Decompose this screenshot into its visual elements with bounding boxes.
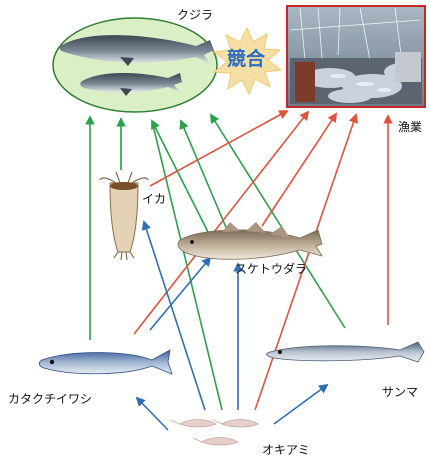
arrow-squid-to-fishery xyxy=(150,111,287,186)
whale-ellipse xyxy=(53,18,217,112)
arrow-pollock-to-fishery xyxy=(262,114,336,226)
competition-label: 競合 xyxy=(227,48,265,70)
arrow-pollock-to-whale-2 xyxy=(181,121,228,232)
anchovy-label: カタクチイワシ xyxy=(8,392,92,406)
fishery-label: 漁業 xyxy=(398,120,422,134)
pollock-label: スケトウダラ xyxy=(235,262,307,276)
arrow-anchovy-to-fishery xyxy=(134,112,308,334)
whale-group xyxy=(53,18,217,112)
arrows-to-fishery xyxy=(134,111,388,410)
squid-icon xyxy=(100,172,148,260)
arrow-saury-to-whale xyxy=(211,115,345,328)
pollock-icon xyxy=(178,222,322,259)
anchovy-icon xyxy=(39,350,172,374)
squid-label: イカ xyxy=(142,192,166,206)
saury-icon xyxy=(267,342,424,362)
saury-label: サンマ xyxy=(382,385,418,399)
arrow-pollock-to-whale-1 xyxy=(152,121,208,232)
whale-label: クジラ xyxy=(177,8,213,22)
arrow-krill-to-saury xyxy=(274,385,327,424)
krill-icon xyxy=(170,420,258,446)
krill-label: オキアミ xyxy=(262,443,310,457)
fishery-photo xyxy=(287,6,425,107)
arrow-krill-to-anchovy xyxy=(137,398,168,430)
